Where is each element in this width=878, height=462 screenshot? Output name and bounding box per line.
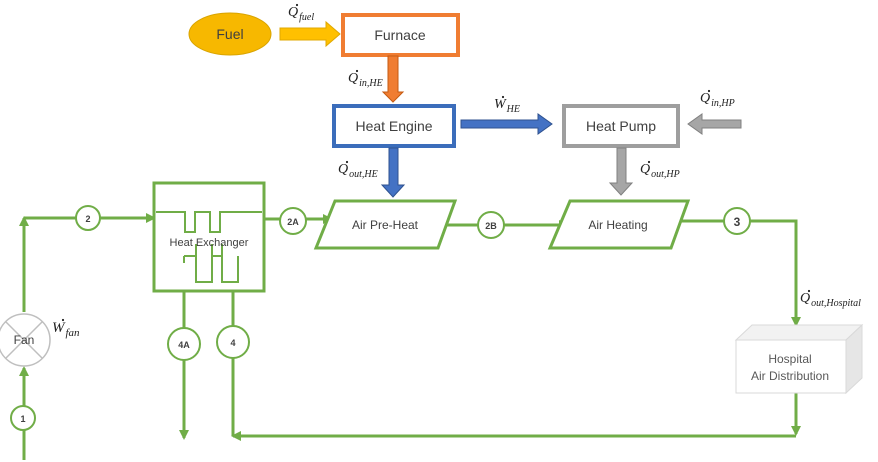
state-point-2a: 2A <box>279 207 307 235</box>
flow-line-3 <box>677 219 801 327</box>
state-points: 1 2 2A 2B 3 4A 4 <box>10 205 751 431</box>
heat-exchanger: Heat Exchanger <box>152 181 266 293</box>
rate-dots <box>61 3 811 322</box>
hospital-label-line2: Air Distribution <box>751 369 829 383</box>
q-in-he-label: Qin,HE <box>348 71 383 89</box>
svg-text:1: 1 <box>20 414 25 424</box>
w-he-label: WHE <box>494 97 520 115</box>
state-point-1: 1 <box>10 405 36 431</box>
w-fan-label: Wfan <box>52 320 80 339</box>
engine-to-preheat-arrow <box>380 147 406 198</box>
heat-exchanger-label: Heat Exchanger <box>170 237 249 249</box>
svg-text:2B: 2B <box>485 221 497 231</box>
furnace-node: Furnace <box>341 13 460 57</box>
svg-text:2: 2 <box>85 214 90 224</box>
air-heating-label: Air Heating <box>588 218 647 232</box>
furnace-label: Furnace <box>374 27 426 43</box>
heat-engine-label: Heat Engine <box>355 118 432 134</box>
state-point-4: 4 <box>216 325 250 359</box>
hx-hot-channel <box>156 211 262 233</box>
q-out-hp-label: Qout,HP <box>640 162 680 180</box>
fuel-arrow <box>279 20 341 48</box>
heat-engine-node: Heat Engine <box>332 104 456 148</box>
heat-pump-to-heating-arrow <box>608 147 634 196</box>
q-out-hospital-label: Qout,Hospital <box>800 291 861 309</box>
svg-text:4A: 4A <box>178 340 190 350</box>
heat-pump-input-arrow <box>687 113 742 135</box>
hospital-label-line1: Hospital <box>768 352 811 366</box>
fan-label: Fan <box>14 333 35 347</box>
air-heating-node: Air Heating <box>547 199 691 250</box>
state-point-2: 2 <box>75 205 101 231</box>
hospital-node: Hospital Air Distribution <box>734 323 864 395</box>
furnace-to-engine-arrow <box>381 55 405 103</box>
q-fuel-label: Qfuel <box>288 5 314 23</box>
state-point-3: 3 <box>723 207 751 235</box>
air-flow-lines <box>19 213 801 460</box>
energy-labels: Qfuel Qin,HE WHE Qin,HP Qout,HE Qout,HP … <box>52 5 861 339</box>
fan-node: Fan <box>0 313 51 367</box>
engine-work-arrow <box>460 113 553 135</box>
air-preheat-label: Air Pre-Heat <box>352 218 419 232</box>
svg-text:2A: 2A <box>287 217 299 227</box>
air-preheat-node: Air Pre-Heat <box>313 199 458 250</box>
state-point-4a: 4A <box>167 327 201 361</box>
q-in-hp-label: Qin,HP <box>700 91 735 109</box>
fuel-node: Fuel <box>188 12 272 56</box>
svg-text:3: 3 <box>734 215 741 229</box>
q-out-he-label: Qout,HE <box>338 162 378 180</box>
heat-pump-node: Heat Pump <box>562 104 680 148</box>
state-point-2b: 2B <box>477 211 505 239</box>
fuel-label: Fuel <box>216 26 243 42</box>
svg-text:4: 4 <box>230 338 235 348</box>
heat-pump-label: Heat Pump <box>586 118 656 134</box>
